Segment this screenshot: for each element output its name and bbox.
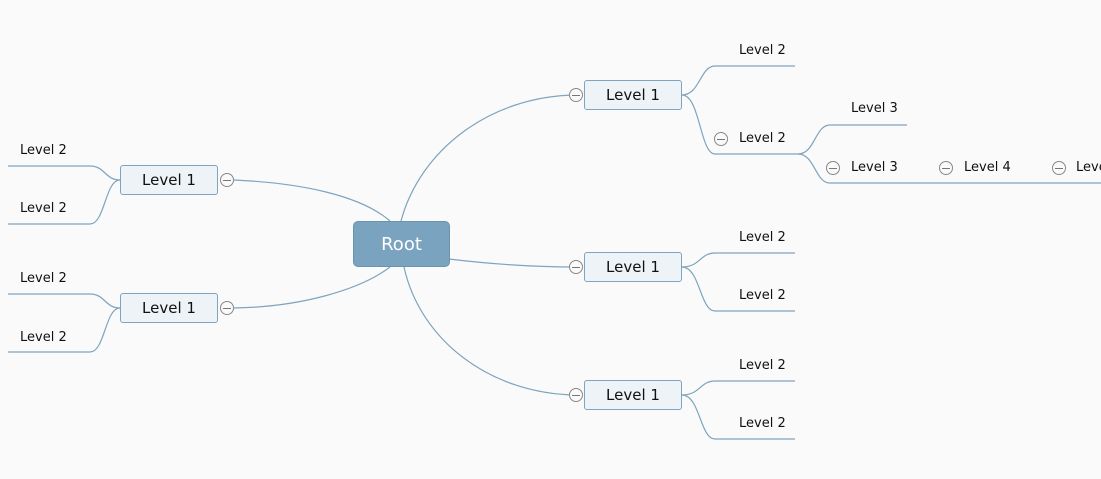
root-label: Root	[381, 233, 422, 255]
collapse-icon[interactable]	[569, 260, 583, 274]
level1-node-right-2[interactable]: Level 1	[584, 252, 682, 282]
connector-l1-l2b	[8, 179, 121, 225]
connector-r2-l2a	[681, 252, 795, 268]
topic-label-level2[interactable]: Level 2	[20, 143, 67, 158]
collapse-icon[interactable]	[714, 132, 728, 146]
collapse-icon[interactable]	[939, 161, 953, 175]
connector-r1-l2b	[681, 94, 798, 155]
topic-label-level4[interactable]: Level 4	[964, 160, 1011, 175]
connector-r2-l2b	[681, 266, 795, 312]
collapse-icon[interactable]	[220, 301, 234, 315]
topic-label-level3[interactable]: Level 3	[851, 160, 898, 175]
collapse-icon[interactable]	[569, 88, 583, 102]
collapse-icon[interactable]	[569, 388, 583, 402]
connector-l2-l2a	[8, 293, 121, 309]
root-node[interactable]: Root	[353, 221, 450, 267]
connector-r1-l2a	[681, 65, 795, 96]
node-label: Level 1	[606, 258, 660, 276]
connector-root-right-2	[448, 258, 577, 268]
connector-r3-l2a	[681, 380, 795, 396]
level1-node-left-2[interactable]: Level 1	[120, 293, 218, 323]
connector-r3-l2b	[681, 394, 795, 440]
connector-root-left-2	[233, 266, 391, 309]
topic-label-level2[interactable]: Level 2	[739, 416, 786, 431]
connector-l2b-l3a	[797, 124, 907, 155]
topic-label-level3[interactable]: Level 3	[851, 101, 898, 116]
node-label: Level 1	[606, 86, 660, 104]
connector-root-left-1	[233, 179, 391, 222]
level1-node-right-1[interactable]: Level 1	[584, 80, 682, 110]
collapse-icon[interactable]	[826, 161, 840, 175]
node-label: Level 1	[606, 386, 660, 404]
topic-label-level2[interactable]: Level 2	[739, 230, 786, 245]
connector-l2-l2b	[8, 307, 121, 353]
connector-root-right-1	[400, 94, 577, 222]
collapse-icon[interactable]	[220, 173, 234, 187]
collapse-icon[interactable]	[1052, 161, 1066, 175]
level1-node-right-3[interactable]: Level 1	[584, 380, 682, 410]
topic-label-level2[interactable]: Level 2	[739, 288, 786, 303]
connector-l1-l2a	[8, 165, 121, 181]
connector-root-right-3	[403, 266, 577, 396]
node-label: Level 1	[142, 299, 196, 317]
topic-label-level2[interactable]: Level 2	[20, 271, 67, 286]
topic-label-level2[interactable]: Level 2	[20, 330, 67, 345]
level1-node-left-1[interactable]: Level 1	[120, 165, 218, 195]
connector-l2b-l3b	[797, 153, 1101, 184]
topic-label-level2[interactable]: Level 2	[739, 358, 786, 373]
node-label: Level 1	[142, 171, 196, 189]
topic-label-level5-truncated[interactable]: Leve	[1076, 160, 1101, 175]
topic-label-level2[interactable]: Level 2	[739, 131, 786, 146]
topic-label-level2[interactable]: Level 2	[20, 201, 67, 216]
topic-label-level2[interactable]: Level 2	[739, 43, 786, 58]
